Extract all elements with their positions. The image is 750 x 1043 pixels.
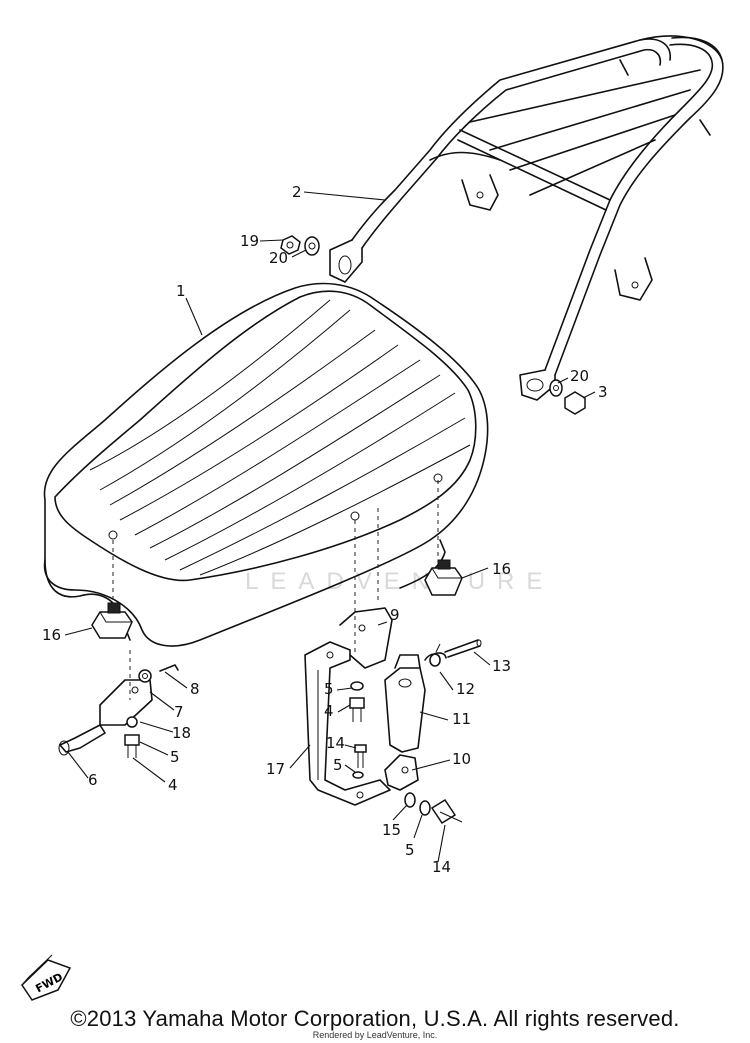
damper-right bbox=[424, 559, 463, 596]
damper-left bbox=[91, 602, 133, 639]
part-label-16: 16 bbox=[492, 560, 511, 578]
part-label-5: 5 bbox=[333, 756, 343, 774]
part-label-16: 16 bbox=[42, 626, 61, 644]
part-label-9: 9 bbox=[390, 606, 400, 624]
part-labels: 1 2 3 4 4 5 5 5 5 6 7 8 9 10 11 12 13 14… bbox=[42, 183, 608, 876]
part-label-3: 3 bbox=[598, 383, 608, 401]
part-label-7: 7 bbox=[174, 703, 184, 721]
rack-fasteners bbox=[280, 235, 586, 415]
part-label-13: 13 bbox=[492, 657, 511, 675]
part-label-15: 15 bbox=[382, 821, 401, 839]
guide-lines bbox=[108, 473, 443, 700]
part-label-10: 10 bbox=[452, 750, 471, 768]
part-label-2: 2 bbox=[292, 183, 302, 201]
part-label-20: 20 bbox=[269, 249, 288, 267]
part-label-5: 5 bbox=[324, 680, 334, 698]
part-label-20: 20 bbox=[570, 367, 589, 385]
seat bbox=[43, 282, 489, 647]
part-label-1: 1 bbox=[176, 282, 186, 300]
copyright-notice: ©2013 Yamaha Motor Corporation, U.S.A. A… bbox=[70, 1006, 680, 1031]
rendered-by-credit: Rendered by LeadVenture, Inc. bbox=[312, 1030, 438, 1040]
part-label-14: 14 bbox=[432, 858, 451, 876]
part-label-18: 18 bbox=[172, 724, 191, 742]
part-label-6: 6 bbox=[88, 771, 98, 789]
part-label-4: 4 bbox=[168, 776, 178, 794]
leader-lines bbox=[64, 191, 596, 863]
watermark: LEADVENTURE bbox=[245, 568, 555, 595]
fwd-arrow-icon: FWD bbox=[21, 954, 72, 1001]
part-label-8: 8 bbox=[190, 680, 200, 698]
part-label-14: 14 bbox=[326, 734, 345, 752]
part-label-17: 17 bbox=[266, 760, 285, 778]
part-label-5: 5 bbox=[405, 841, 415, 859]
part-label-5: 5 bbox=[170, 748, 180, 766]
right-latch bbox=[304, 607, 482, 825]
part-label-19: 19 bbox=[240, 232, 259, 250]
part-label-4: 4 bbox=[324, 702, 334, 720]
part-label-11: 11 bbox=[452, 710, 471, 728]
left-hinge bbox=[58, 664, 179, 758]
carrier-rack bbox=[329, 35, 724, 401]
part-label-12: 12 bbox=[456, 680, 475, 698]
